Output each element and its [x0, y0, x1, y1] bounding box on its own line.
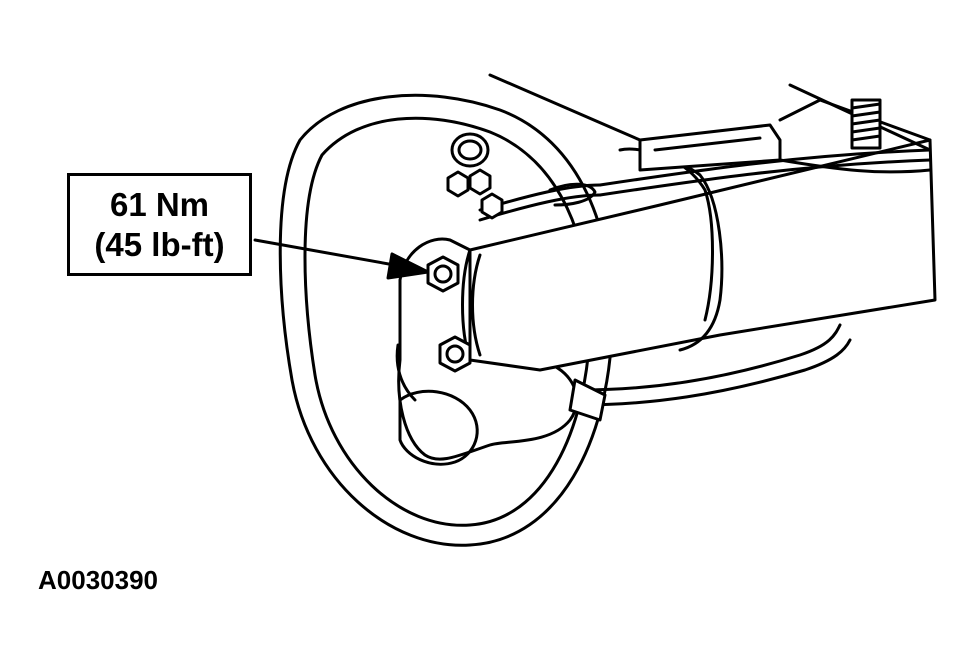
torque-callout-box: 61 Nm (45 lb-ft) [67, 173, 252, 276]
torque-imperial-label: (45 lb-ft) [94, 225, 225, 263]
figure-id: A0030390 [38, 565, 158, 595]
torque-metric-label: 61 Nm [109, 185, 210, 223]
u-bolt-stud [850, 98, 882, 150]
mounting-bolts [426, 168, 504, 373]
callout-leader-arrow [253, 238, 430, 280]
plate-hole [450, 132, 490, 168]
parking-brake-cable [568, 323, 852, 422]
